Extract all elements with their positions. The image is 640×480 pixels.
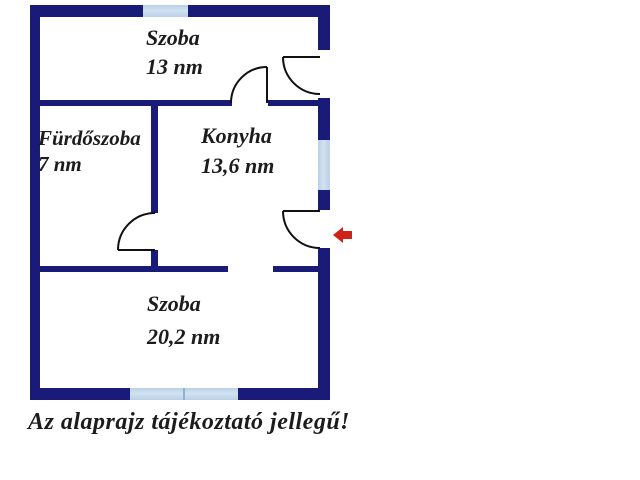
wall-bottom-left-segment bbox=[30, 388, 130, 400]
room-area: 7 nm bbox=[38, 152, 82, 176]
room-label-furdoszoba: Fürdőszoba 7 nm bbox=[38, 126, 141, 177]
wall-right-segment-4 bbox=[318, 248, 330, 400]
entrance-arrow-icon bbox=[333, 227, 352, 243]
floorplan-disclaimer: Az alaprajz tájékoztató jellegű! bbox=[28, 409, 351, 435]
door-swing-arc bbox=[282, 210, 321, 249]
wall-bottom-right-segment bbox=[238, 388, 330, 400]
room-name: Fürdőszoba bbox=[38, 126, 141, 150]
room-area: 13,6 nm bbox=[201, 153, 275, 178]
room-name: Szoba bbox=[146, 25, 200, 50]
window-right bbox=[318, 140, 330, 190]
wall-right-segment-1 bbox=[318, 5, 330, 50]
room-label-szoba-bottom: Szoba 20,2 nm bbox=[147, 291, 220, 350]
wall-internal-middle-upper bbox=[151, 100, 158, 213]
door-swing-arc bbox=[282, 56, 321, 95]
door-swing-arc bbox=[117, 212, 156, 251]
room-label-konyha: Konyha 13,6 nm bbox=[201, 123, 274, 179]
window-bottom-divider bbox=[183, 388, 185, 400]
room-area: 13 nm bbox=[146, 54, 203, 79]
door-swing-arc bbox=[230, 66, 268, 104]
wall-internal-upper-right bbox=[268, 100, 318, 106]
wall-top-right-segment bbox=[188, 5, 330, 17]
wall-right-segment-3 bbox=[318, 190, 330, 210]
wall-internal-lower-left bbox=[40, 266, 228, 272]
room-name: Szoba bbox=[147, 291, 201, 316]
wall-internal-lower-right bbox=[273, 266, 318, 272]
room-name: Konyha bbox=[201, 123, 272, 148]
wall-top-left-segment bbox=[30, 5, 143, 17]
wall-right-segment-2 bbox=[318, 98, 330, 140]
wall-left bbox=[30, 5, 40, 400]
window-top bbox=[143, 5, 188, 17]
room-area: 20,2 nm bbox=[147, 324, 221, 349]
wall-internal-upper-left bbox=[40, 100, 232, 106]
wall-internal-middle-lower bbox=[151, 250, 158, 272]
room-label-szoba-top: Szoba 13 nm bbox=[146, 25, 203, 80]
